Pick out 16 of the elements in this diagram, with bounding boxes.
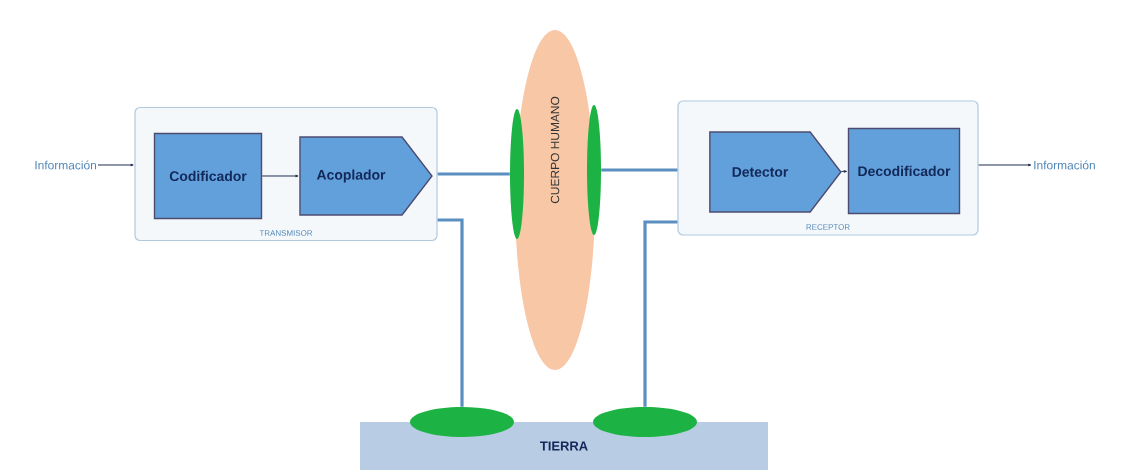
connector-line <box>437 172 510 176</box>
arrow <box>97 163 134 167</box>
electrode-ellipse <box>587 105 601 235</box>
connector-line <box>643 220 678 407</box>
process-box: Decodificador <box>847 127 961 215</box>
electrode-ellipse <box>510 109 524 239</box>
info-label: Información <box>35 160 97 170</box>
arrow <box>261 174 299 178</box>
process-box: Codificador <box>153 132 263 220</box>
electrode-ellipse <box>593 407 697 437</box>
electrode-ellipse <box>410 407 514 437</box>
arrow <box>840 170 847 173</box>
info-label: Información <box>1034 160 1095 170</box>
arrow <box>978 163 1032 167</box>
connector-line <box>437 218 464 407</box>
connector-line <box>601 168 678 172</box>
